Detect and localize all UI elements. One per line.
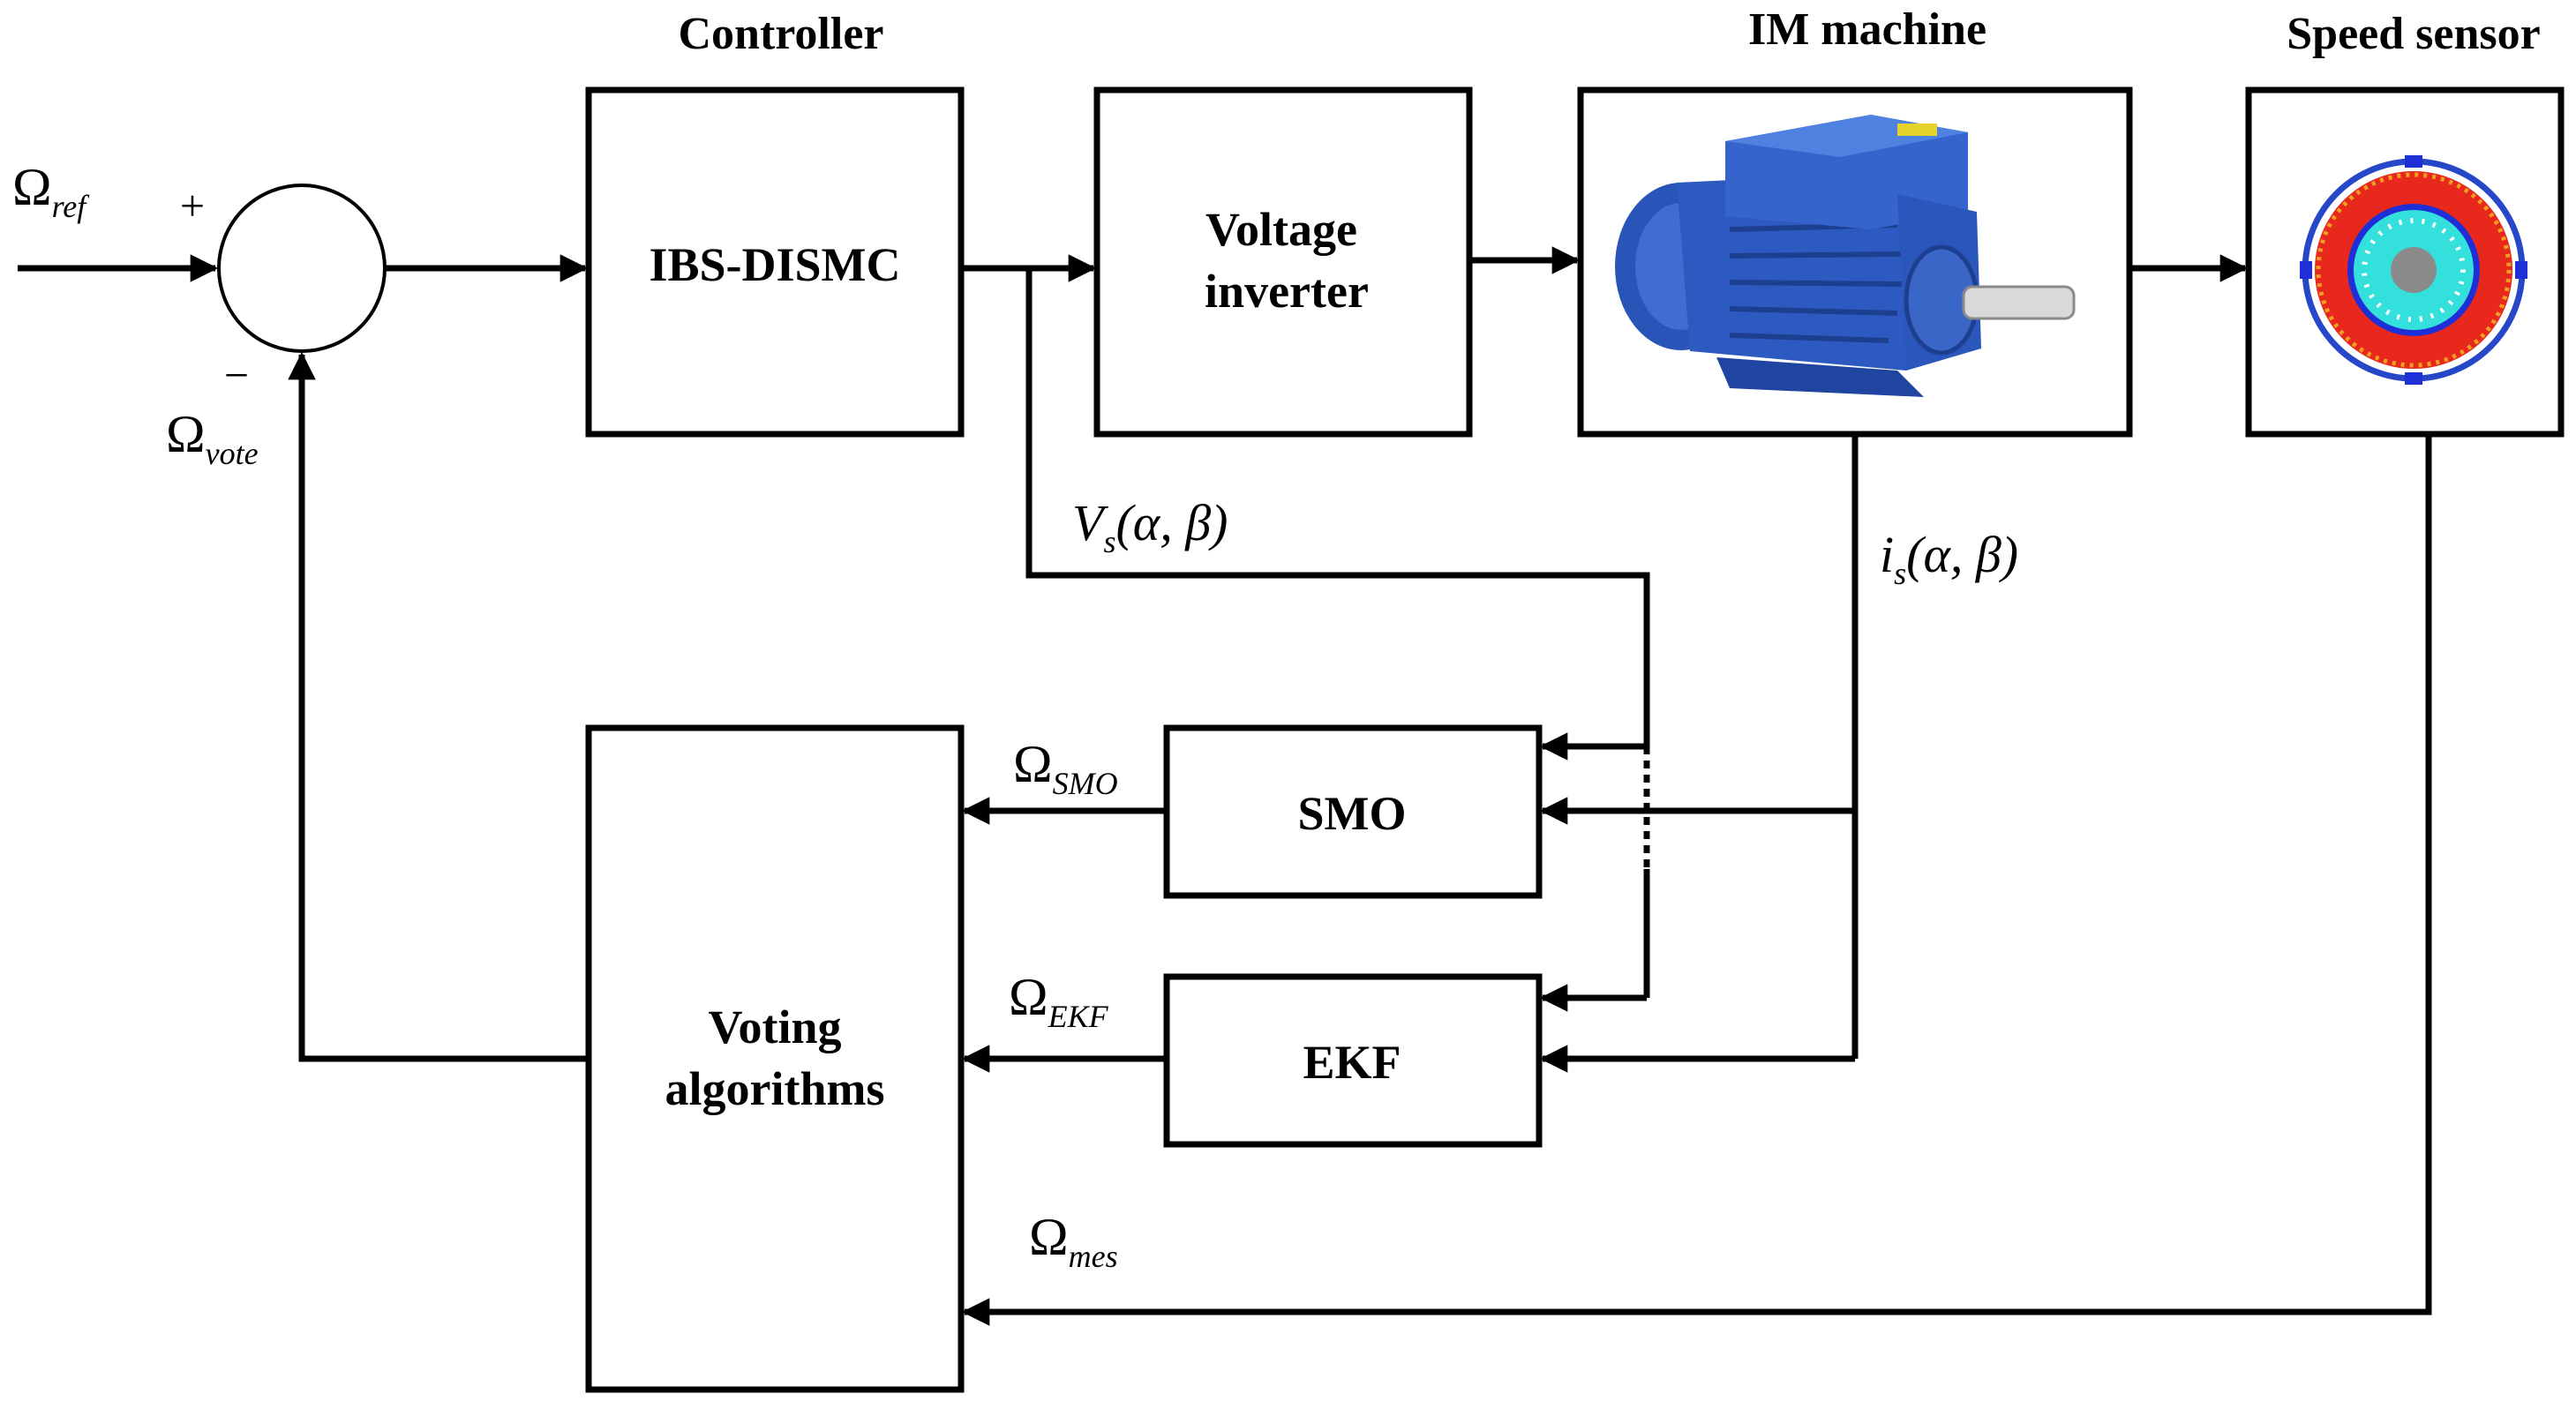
voting-label-line1: Voting [708,1001,841,1053]
is-alpha-beta-label: is(α, β) [1880,526,2018,591]
omega-mes-label: Ωmes [1029,1208,1118,1274]
summing-junction [217,184,387,353]
smo-block [1163,724,1543,899]
induction-motor-icon [1615,115,2076,397]
voltage-inverter-label-line2: inverter [1205,265,1369,318]
im-machine-header: IM machine [1748,4,1986,55]
voltage-inverter-label-line1: Voltage [1205,203,1357,256]
ekf-label: EKF [1303,1036,1401,1089]
measured-speed-wire [965,434,2432,1315]
omega-ref-label: Ωref [12,158,90,224]
ibs-dismc-block [585,86,965,438]
voting-algorithms-block [585,724,965,1393]
omega-smo-label: ΩSMO [1013,735,1118,801]
voted-speed-feedback-wire [288,351,589,1062]
speed-sensor-header: Speed sensor [2287,9,2540,59]
speed-sensor-icon [2300,155,2527,385]
minus-sign: − [224,350,249,400]
omega-vote-label: Ωvote [166,405,259,471]
omega-ekf-label: ΩEKF [1009,968,1109,1034]
voltage-inverter-block [1093,86,1473,438]
vs-alpha-beta-label: Vs(α, β) [1072,494,1228,559]
plus-sign: + [180,181,205,230]
voting-label-line2: algorithms [665,1062,885,1115]
smo-label: SMO [1297,787,1406,840]
vs-signal-wire [1025,268,1650,746]
ibs-dismc-label: IBS-DISMC [649,238,900,291]
controller-header: Controller [679,9,884,59]
